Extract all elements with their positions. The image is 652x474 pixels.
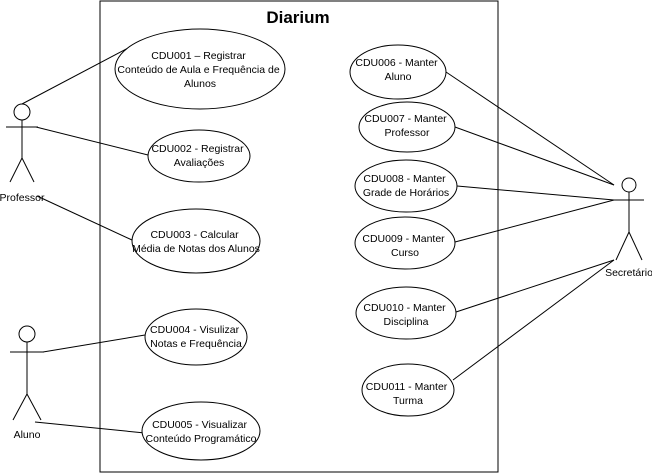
- use-case-label-line: Aluno: [385, 71, 412, 83]
- use-case-cdu002: CDU002 - Registrar Avaliações: [147, 129, 251, 183]
- svg-text:CDU009 - Manter Curso: CDU009 - Manter Curso: [362, 233, 447, 259]
- assoc-aluno-cdu004: [42, 334, 146, 353]
- assoc-secretario-cdu006: [445, 71, 615, 186]
- svg-text:CDU002 - Registrar Avali: CDU002 - Registrar Avaliações: [151, 143, 246, 169]
- actor-left-leg: [9, 157, 23, 183]
- use-case-label-line: Disciplina: [384, 316, 429, 328]
- use-case-label-line: CDU002 - Registrar: [151, 143, 244, 155]
- associations: [21, 46, 615, 434]
- system-title: Diarium: [266, 8, 329, 27]
- use-case-label-line: CDU008 - Manter: [363, 173, 446, 185]
- actor-label-aluno: Aluno: [14, 429, 41, 441]
- assoc-professor-cdu002: [35, 126, 149, 156]
- use-case-label-line: Curso: [391, 247, 419, 259]
- use-case-cdu007: CDU007 - Manter Professor: [358, 101, 456, 153]
- use-case-label-line: CDU011 - Manter: [366, 381, 448, 393]
- use-case-cdu010: CDU010 - Manter Disciplina: [355, 286, 457, 340]
- svg-text:CDU010 - Manter Discipli: CDU010 - Manter Disciplina: [363, 302, 448, 328]
- use-case-cdu008: CDU008 - Manter Grade de Horários: [354, 159, 458, 213]
- actor-label-professor: Professor: [0, 192, 45, 204]
- use-case-cdu006: CDU006 - Manter Aluno: [349, 44, 447, 100]
- use-case-label-line: CDU004 - Visulizar: [150, 324, 240, 336]
- assoc-aluno-cdu005: [34, 421, 146, 434]
- assoc-secretario-cdu010: [455, 259, 615, 313]
- assoc-professor-cdu001: [21, 46, 131, 105]
- use-case-label-line: CDU003 - Calcular: [150, 229, 239, 241]
- assoc-secretario-cdu008: [456, 185, 615, 201]
- svg-text:CDU008 - Manter Grade de: CDU008 - Manter Grade de Horários: [363, 173, 449, 199]
- actor-head: [18, 325, 36, 343]
- use-case-cdu001: CDU001 – Registrar Conteúdo de Aula e Fr…: [114, 28, 286, 110]
- svg-text:CDU006 - Manter Aluno: CDU006 - Manter Aluno: [355, 57, 440, 83]
- use-case-label-line: CDU001 – Registrar: [151, 50, 246, 62]
- use-case-cdu003: CDU003 - Calcular Média de Notas dos Alu…: [131, 208, 261, 274]
- actor-right-leg: [628, 231, 643, 261]
- use-case-cdu011: CDU011 - Manter Turma: [361, 363, 455, 417]
- actor-head: [621, 177, 637, 193]
- use-case-cdu005: CDU005 - Visualizar Conteúdo Programátic…: [141, 401, 261, 461]
- use-case-label-line: CDU009 - Manter: [362, 233, 445, 245]
- use-case-label-line: CDU010 - Manter: [363, 302, 446, 314]
- assoc-secretario-cdu011: [452, 259, 615, 381]
- use-case-cdu009: CDU009 - Manter Curso: [354, 216, 456, 270]
- svg-text:CDU003 - Calcular Média: CDU003 - Calcular Média de Notas dos Alu…: [132, 229, 260, 255]
- actor-right-leg: [21, 157, 35, 183]
- use-case-label-line: Média de Notas dos Alunos: [132, 243, 260, 255]
- use-case-label-line: Conteúdo de Aula e Frequência de: [117, 64, 279, 76]
- use-case-label-line: Grade de Horários: [363, 187, 449, 199]
- assoc-secretario-cdu009: [454, 199, 615, 243]
- use-case-label-line: Notas e Frequência: [150, 338, 242, 350]
- svg-text:CDU011 - Manter Turma: CDU011 - Manter Turma: [366, 381, 450, 407]
- use-case-cdu004: CDU004 - Visulizar Notas e Frequência: [144, 308, 248, 366]
- actor-professor: Professor: [0, 103, 45, 204]
- svg-text:CDU007 - Manter Professo: CDU007 - Manter Professor: [364, 113, 449, 139]
- actor-left-leg: [12, 393, 28, 421]
- actor-label-secretario: Secretário: [605, 267, 652, 279]
- svg-text:CDU004 - Visulizar Notas: CDU004 - Visulizar Notas e Frequência: [150, 324, 242, 350]
- actor-right-leg: [26, 393, 42, 421]
- use-case-label-line: Professor: [385, 127, 430, 139]
- svg-text:CDU001 – Registrar Conte: CDU001 – Registrar Conteúdo de Aula e Fr…: [117, 50, 282, 90]
- system-boundary: [99, 0, 499, 473]
- use-case-label-line: Conteúdo Programático: [146, 433, 257, 445]
- assoc-secretario-cdu007: [454, 126, 615, 186]
- assoc-professor-cdu003: [36, 195, 133, 241]
- use-case-label-line: Alunos: [184, 78, 216, 90]
- actor-head: [13, 103, 31, 121]
- use-case-label-line: Turma: [393, 395, 423, 407]
- use-case-label-line: Avaliações: [174, 157, 225, 169]
- use-case-label-line: CDU006 - Manter: [355, 57, 438, 69]
- use-case-label-line: CDU005 - Visualizar: [152, 419, 247, 431]
- actor-left-leg: [615, 231, 630, 261]
- actor-aluno: Aluno: [10, 325, 44, 441]
- actor-secretario: Secretário: [605, 177, 652, 279]
- svg-text:CDU005 - Visualizar Cont: CDU005 - Visualizar Conteúdo Programátic…: [146, 419, 257, 445]
- use-case-label-line: CDU007 - Manter: [364, 113, 447, 125]
